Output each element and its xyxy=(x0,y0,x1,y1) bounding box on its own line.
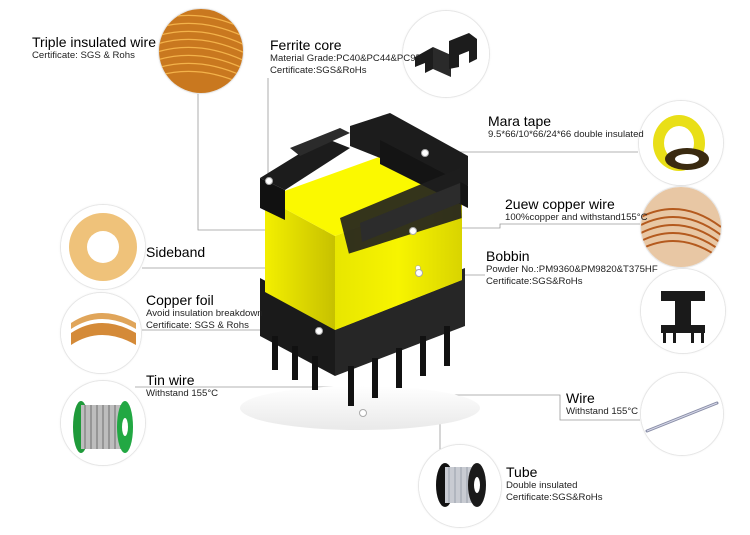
marker-dot xyxy=(421,149,429,157)
ferrite-core-image xyxy=(402,10,490,98)
triple-wire-label: Triple insulated wire Certificate: SGS &… xyxy=(32,34,156,62)
tube-image xyxy=(418,444,502,528)
mara-tape-label: Mara tape 9.5*66/10*66/24*66 double insu… xyxy=(488,113,644,141)
copper-foil-cert: Certificate: SGS & Rohs xyxy=(146,320,249,331)
ferrite-core-grade: Material Grade:PC40&PC44&PC95 xyxy=(270,53,421,64)
mara-tape-title: Mara tape xyxy=(488,113,552,129)
sideband-label: Sideband xyxy=(146,244,205,260)
copper-wire-title: 2uew copper wire xyxy=(505,196,615,212)
tin-wire-title: Tin wire xyxy=(146,372,195,388)
copper-wire-spec: 100%copper and withstand155°C xyxy=(505,212,648,223)
triple-wire-cert: Certificate: SGS & Rohs xyxy=(32,50,135,61)
marker-dot xyxy=(315,327,323,335)
tube-desc: Double insulated xyxy=(506,480,578,491)
mara-tape-image xyxy=(638,100,724,186)
sideband-title: Sideband xyxy=(146,244,206,260)
tube-cert: Certificate:SGS&RoHs xyxy=(506,492,603,503)
wire-label: Wire Withstand 155°C xyxy=(566,390,638,418)
wire-image xyxy=(640,372,724,456)
copper-foil-title: Copper foil xyxy=(146,292,214,308)
marker-dot xyxy=(409,227,417,235)
copper-wire-label: 2uew copper wire 100%copper and withstan… xyxy=(505,196,648,224)
wire-title: Wire xyxy=(566,390,595,406)
bobbin-image xyxy=(640,268,726,354)
tin-wire-label: Tin wire Withstand 155°C xyxy=(146,372,218,400)
bobbin-label: Bobbin Powder No.:PM9360&PM9820&T375HF C… xyxy=(486,248,658,288)
bobbin-title: Bobbin xyxy=(486,248,530,264)
ferrite-core-cert: Certificate:SGS&RoHs xyxy=(270,65,367,76)
mara-tape-spec: 9.5*66/10*66/24*66 double insulated xyxy=(488,129,644,140)
tin-wire-spec: Withstand 155°C xyxy=(146,388,219,399)
marker-dot xyxy=(415,269,423,277)
tube-title: Tube xyxy=(506,464,538,480)
triple-wire-image xyxy=(158,8,244,94)
tube-label: Tube Double insulated Certificate:SGS&Ro… xyxy=(506,464,603,504)
sideband-image xyxy=(60,204,146,290)
marker-dot xyxy=(265,177,273,185)
marker-dot xyxy=(359,409,367,417)
transformer-illustration xyxy=(240,113,480,430)
copper-foil-desc: Avoid insulation breakdown xyxy=(146,308,263,319)
triple-wire-title: Triple insulated wire xyxy=(32,34,156,50)
copper-foil-label: Copper foil Avoid insulation breakdown C… xyxy=(146,292,263,332)
bobbin-cert: Certificate:SGS&RoHs xyxy=(486,276,583,287)
tin-wire-image xyxy=(60,380,146,466)
ferrite-core-title: Ferrite core xyxy=(270,37,342,53)
wire-spec: Withstand 155°C xyxy=(566,406,639,417)
bobbin-powder: Powder No.:PM9360&PM9820&T375HF xyxy=(486,264,658,275)
ferrite-core-label: Ferrite core Material Grade:PC40&PC44&PC… xyxy=(270,37,421,77)
copper-foil-image xyxy=(60,292,142,374)
